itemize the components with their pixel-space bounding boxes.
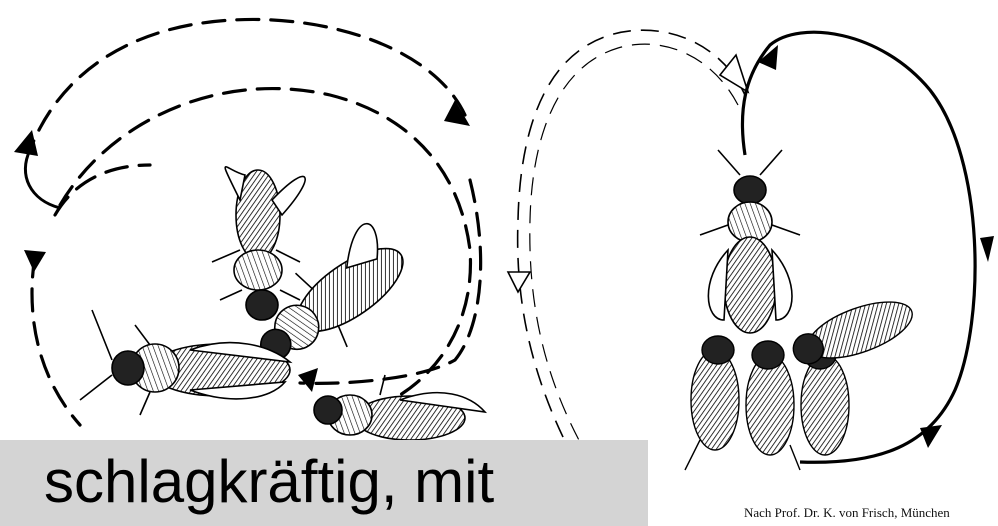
arrow-head-icon <box>980 236 994 262</box>
round-dance-turn-path <box>25 150 60 208</box>
arrow-head-icon <box>298 368 318 392</box>
open-arrow-head-icon <box>720 55 748 92</box>
arrow-head-icon <box>24 250 46 272</box>
bee-figure <box>212 167 305 320</box>
arrow-head-icon <box>444 100 470 126</box>
arrow-head-icon <box>14 130 38 156</box>
round-dance-left-path <box>32 255 80 425</box>
bee-figure <box>700 150 800 333</box>
bee-figure <box>746 341 794 455</box>
round-dance-outer-path <box>30 19 465 150</box>
credit-text: Nach Prof. Dr. K. von Frisch, München <box>744 505 950 521</box>
bee-figure <box>691 336 739 450</box>
waggle-dance-panel <box>508 30 994 470</box>
open-arrow-head-icon <box>508 272 530 292</box>
round-dance-bees <box>80 167 485 440</box>
bee-figure <box>80 310 290 415</box>
bee-figure <box>314 375 485 440</box>
bee-figure <box>787 291 920 375</box>
caption-text: schlagkräftig, mit <box>44 452 494 512</box>
arrow-head-icon <box>920 425 942 448</box>
